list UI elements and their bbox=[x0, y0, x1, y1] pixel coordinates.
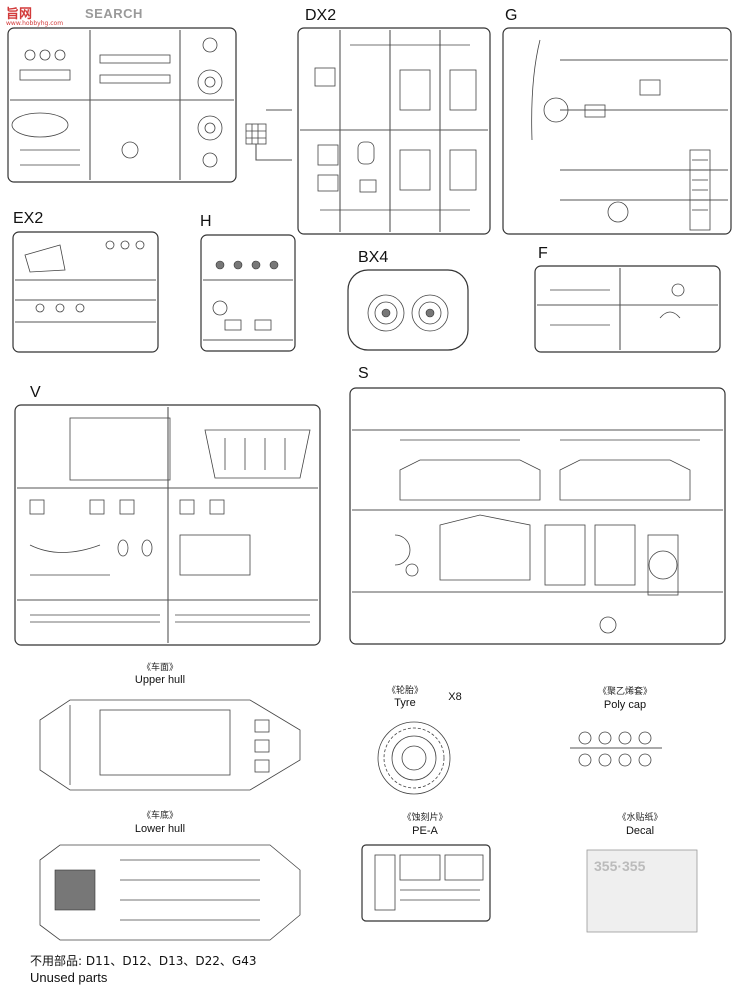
sprue-frame-bx4 bbox=[347, 269, 469, 351]
sprue-frame-g bbox=[502, 27, 732, 235]
caption-tyre-count: X8 bbox=[448, 691, 462, 703]
pe-a-drawing bbox=[361, 844, 491, 922]
label-s: S bbox=[358, 365, 369, 382]
caption-poly-cap-en: Poly cap bbox=[603, 699, 647, 711]
poly-cap-drawing bbox=[570, 731, 662, 767]
label-bx4: BX4 bbox=[358, 249, 389, 266]
decal-numbers: 355·355 bbox=[594, 858, 646, 874]
lower-hull-drawing bbox=[39, 844, 301, 941]
label-g: G bbox=[505, 7, 518, 24]
caption-poly-cap-cn: 《聚乙烯套》 bbox=[597, 687, 652, 697]
caption-decal-en: Decal bbox=[625, 825, 655, 837]
caption-decal-cn: 《水贴纸》 bbox=[617, 813, 663, 823]
connector-grid bbox=[245, 109, 292, 161]
caption-pe-a-en: PE-A bbox=[412, 825, 438, 837]
sprue-frame-s bbox=[349, 387, 726, 645]
tyre-drawing bbox=[377, 721, 451, 795]
sprue-frame-ex2 bbox=[12, 231, 159, 353]
watermark-logo: 旨网 bbox=[6, 7, 33, 22]
caption-tyre-en: Tyre bbox=[394, 697, 416, 709]
upper-hull-drawing bbox=[39, 699, 301, 791]
caption-upper-hull-cn: 《车面》 bbox=[141, 663, 178, 673]
unused-parts-cn: 不用部品: D11、D12、D13、D22、G43 bbox=[30, 954, 257, 968]
sprue-frame-v bbox=[14, 404, 321, 646]
label-v: V bbox=[30, 384, 41, 401]
caption-lower-hull-en: Lower hull bbox=[134, 823, 186, 835]
sprue-frame-f bbox=[534, 265, 721, 353]
label-f: F bbox=[538, 245, 548, 262]
unused-parts-en: Unused parts bbox=[30, 970, 108, 985]
decal-drawing bbox=[586, 849, 698, 933]
watermark-search: SEARCH bbox=[85, 6, 143, 21]
caption-upper-hull-en: Upper hull bbox=[134, 674, 186, 686]
label-h: H bbox=[200, 213, 212, 230]
caption-tyre-cn: 《轮胎》 bbox=[386, 686, 423, 696]
sprue-frame-h bbox=[200, 234, 296, 352]
sprue-frame-a bbox=[7, 27, 237, 183]
caption-lower-hull-cn: 《车底》 bbox=[141, 811, 178, 821]
sprue-frame-dx2 bbox=[297, 27, 491, 235]
label-dx2: DX2 bbox=[305, 7, 337, 24]
label-ex2: EX2 bbox=[13, 210, 44, 227]
watermark-url: www.hobbyhg.com bbox=[6, 20, 64, 27]
caption-pe-a-cn: 《蚀刻片》 bbox=[402, 813, 448, 823]
